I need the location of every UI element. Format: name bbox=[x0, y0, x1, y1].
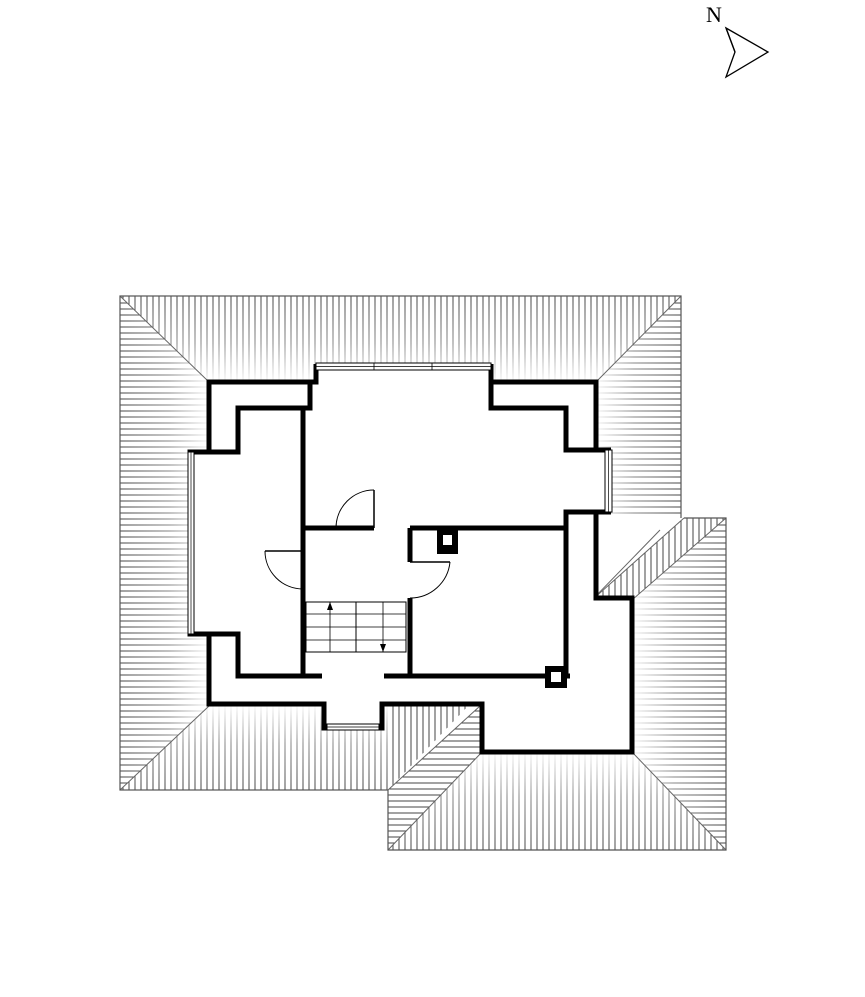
stair-down-arrow-icon bbox=[380, 644, 386, 652]
door-north-room bbox=[335, 489, 375, 529]
interior-walls bbox=[300, 408, 566, 676]
north-compass: N bbox=[706, 2, 770, 79]
extension-slope-top bbox=[592, 518, 726, 600]
north-arrow-icon bbox=[724, 26, 770, 79]
extension-slope-left bbox=[388, 704, 482, 850]
window-east bbox=[604, 449, 613, 513]
exterior-walls bbox=[187, 364, 635, 755]
door-east-room bbox=[409, 561, 451, 599]
door-west-room bbox=[264, 550, 304, 590]
north-arrow-icon-stroke bbox=[725, 27, 736, 53]
staircase bbox=[305, 601, 407, 653]
window-north bbox=[315, 362, 492, 371]
windows bbox=[187, 362, 613, 731]
doors bbox=[264, 489, 451, 599]
window-south bbox=[326, 723, 380, 731]
stair-up-arrow-icon bbox=[327, 602, 333, 610]
chimneys bbox=[437, 530, 567, 688]
window-west bbox=[187, 451, 195, 635]
north-label: N bbox=[706, 2, 722, 27]
